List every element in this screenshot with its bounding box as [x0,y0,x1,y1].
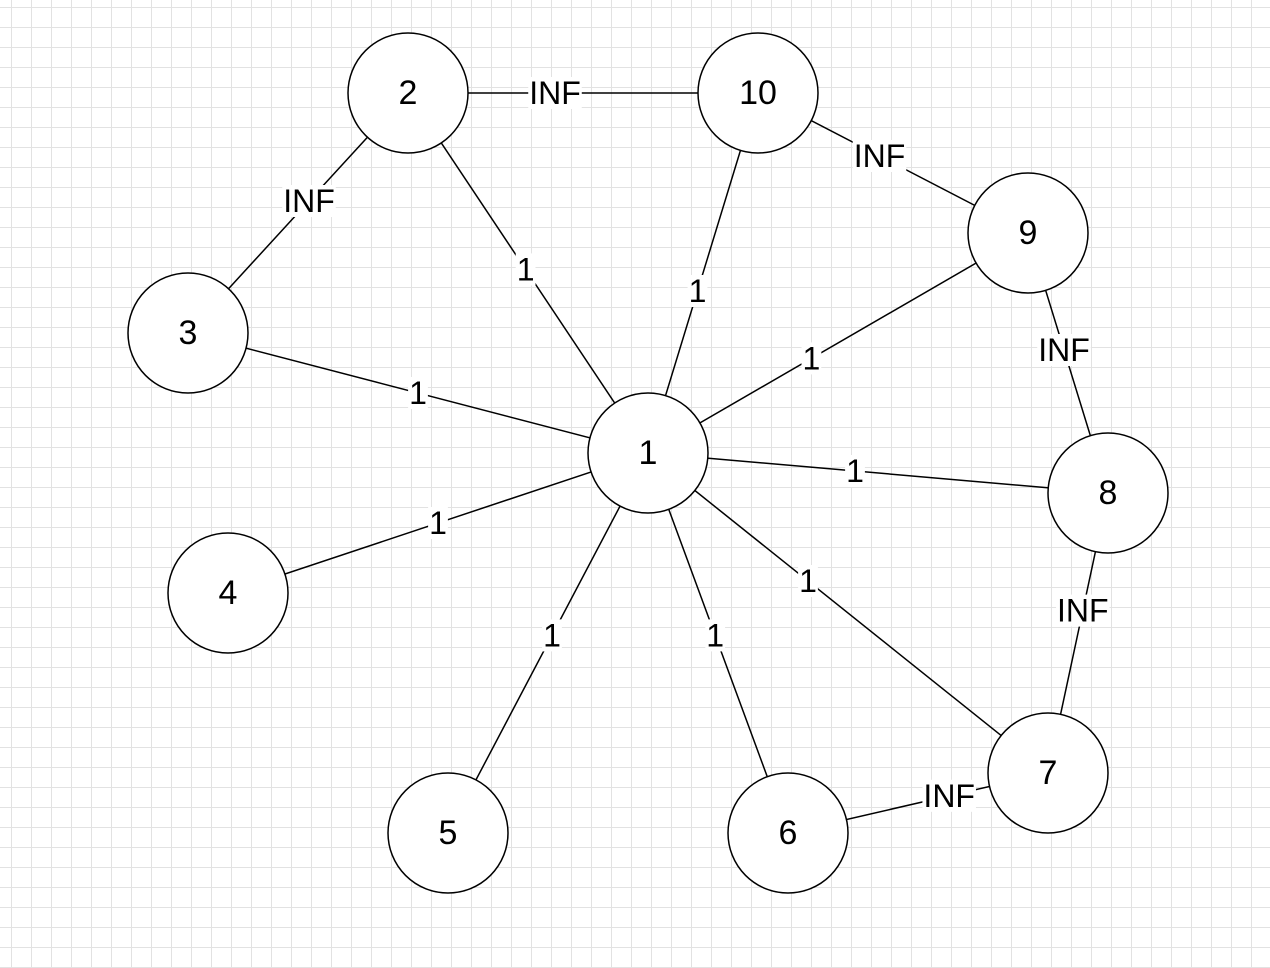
edge-weight-text: INF [1057,593,1109,629]
node-label: 4 [219,574,238,612]
edge-label-background [922,779,976,812]
node-circle [987,712,1109,834]
edge-label-1-8: 1 [845,453,865,489]
edge-1-10 [647,92,759,454]
edge-1-7 [647,452,1049,774]
edge-label-10-9: INF [852,138,907,174]
node-1[interactable]: 1 [587,392,709,514]
edge-1-8 [647,452,1109,494]
edge-weight-text: 1 [799,563,817,599]
edge-label-1-4: 1 [428,505,448,541]
node-9[interactable]: 9 [967,172,1089,294]
node-circle [347,32,469,154]
edge-label-background [282,185,336,217]
edge-weight-text: INF [1038,332,1090,368]
edge-weight-text: INF [923,778,975,814]
edge-weight-text: INF [854,138,906,174]
node-circle [167,532,289,654]
edge-label-background [428,507,448,539]
edge-label-1-2: 1 [515,251,536,287]
node-2[interactable]: 2 [347,32,469,154]
node-6[interactable]: 6 [727,772,849,894]
edge-labels-layer: INF INF INF INF INF INF 1 1 1 1 1 1 1 1 1 [282,75,1110,814]
node-5[interactable]: 5 [387,772,509,894]
node-circle [697,32,819,154]
edge-label-1-7: 1 [798,563,818,599]
node-circle [1047,432,1169,554]
edge-label-1-9: 1 [801,340,822,376]
edge-weight-text: 1 [409,375,427,411]
node-label: 9 [1019,214,1038,252]
node-label: 8 [1099,474,1118,512]
node-4[interactable]: 4 [167,532,289,654]
node-label: 1 [639,434,658,472]
node-circle [127,272,249,394]
edge-weight-text: 1 [803,340,821,376]
edge-label-background [1056,594,1110,627]
edge-weight-text: INF [529,75,581,111]
edge-label-2-3: INF [282,183,336,219]
node-3[interactable]: 3 [127,272,249,394]
edge-label-1-5: 1 [542,617,562,653]
edge-weight-text: 1 [846,453,864,489]
edge-label-background [515,253,536,286]
edge-weight-text: INF [283,183,335,219]
node-label: 5 [439,814,458,852]
edge-label-7-6: INF [922,778,976,814]
edge-label-2-10: INF [528,75,582,111]
edge-weight-text: 1 [689,273,707,309]
edge-label-1-6: 1 [705,617,726,653]
edge-label-background [798,565,818,597]
edge-label-1-3: 1 [408,375,428,411]
edge-1-9 [647,232,1029,454]
node-circle [587,392,709,514]
node-circle [727,772,849,894]
edge-label-background [1037,334,1091,366]
edge-label-9-8: INF [1037,332,1091,368]
node-label: 2 [399,74,418,112]
edge-label-background [801,342,822,375]
edge-label-8-7: INF [1056,593,1110,629]
node-label: 6 [779,814,798,852]
node-circle [967,172,1089,294]
edge-label-background [687,275,708,307]
edge-weight-text: 1 [517,251,535,287]
node-label: 7 [1039,754,1058,792]
node-label: 10 [739,74,777,112]
node-10[interactable]: 10 [697,32,819,154]
edge-label-background [705,619,726,652]
nodes-layer: 1 2 3 4 5 6 7 8 9 10 [127,32,1169,894]
edge-weight-text: 1 [543,617,561,653]
node-7[interactable]: 7 [987,712,1109,834]
edge-weight-text: 1 [706,617,724,653]
node-label: 3 [179,314,198,352]
edge-label-background [852,140,907,172]
edge-label-background [542,619,562,652]
edge-label-background [528,77,582,109]
edge-label-background [845,455,865,487]
edge-label-background [408,377,428,409]
edge-label-1-10: 1 [687,273,708,309]
node-circle [387,772,509,894]
edge-weight-text: 1 [429,505,447,541]
node-8[interactable]: 8 [1047,432,1169,554]
